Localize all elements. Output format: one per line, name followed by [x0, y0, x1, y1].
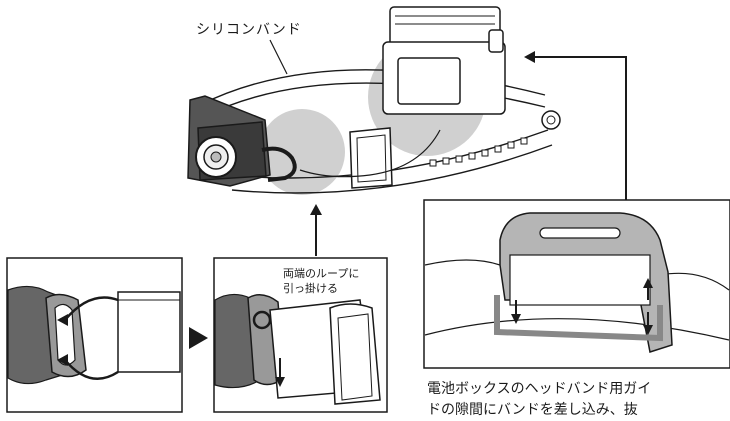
caption: 電池ボックスのヘッドバンド用ガイ ドの隙間にバンドを差し込み、抜 — [427, 379, 730, 421]
silicone-band-label: シリコンバンド — [196, 22, 302, 38]
caption-line-2: ドの隙間にバンドを差し込み、抜 — [427, 402, 638, 418]
next-step-arrow — [189, 327, 208, 349]
loop-hook-label: 両端のループに 引っ掛ける — [283, 267, 360, 295]
panel-left-drawing — [7, 285, 181, 385]
caption-line-1: 電池ボックスのヘッドバンド用ガイ — [427, 381, 652, 397]
panel-middle-drawing — [214, 293, 381, 405]
panel-right-drawing — [424, 212, 730, 353]
lamp-loop-highlight — [259, 109, 345, 195]
